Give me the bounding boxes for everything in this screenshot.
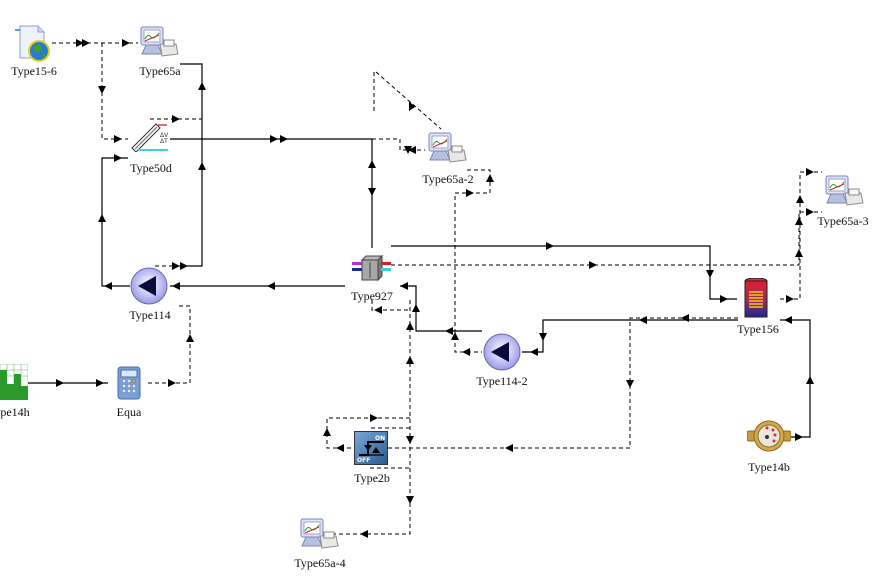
online-plotter-icon <box>140 26 179 57</box>
component-type15-6[interactable] <box>14 24 52 62</box>
component-label: Type65a <box>139 64 181 78</box>
calculator-icon <box>117 366 141 400</box>
link-type2b-vertical[interactable] <box>330 300 411 535</box>
link-type50d-to-type927[interactable] <box>170 138 373 248</box>
link-type927-to-type156[interactable] <box>391 245 737 300</box>
link-type927-to-type65a-3[interactable] <box>391 211 822 266</box>
link-type156-to-type2b[interactable] <box>383 317 738 449</box>
on-off-controller-icon: ON OFF <box>354 431 388 465</box>
component-label: Type114 <box>129 308 171 322</box>
svg-text:OFF: OFF <box>357 457 370 464</box>
heat-pump-icon <box>352 254 391 282</box>
pv-thermal-collector-icon: ΔV ΔT <box>131 123 169 152</box>
online-plotter-icon <box>300 518 339 549</box>
component-label: Type65a-2 <box>422 172 474 186</box>
link-diagonal-to-type65a-2[interactable] <box>375 71 442 130</box>
component-label: Type114-2 <box>476 374 528 388</box>
component-type65a-3[interactable] <box>823 173 865 211</box>
svg-text:ON: ON <box>375 435 385 442</box>
weather-data-icon <box>15 25 50 62</box>
component-type65a-2[interactable] <box>426 130 468 168</box>
component-type65a[interactable] <box>138 24 180 62</box>
component-type14h[interactable] <box>0 364 28 400</box>
pump-icon <box>130 267 168 305</box>
component-type65a-4[interactable] <box>298 516 340 554</box>
forcing-function-icon <box>0 364 28 400</box>
online-plotter-icon <box>428 132 467 163</box>
component-label: ype14h <box>0 405 30 419</box>
link-type65a-2-out[interactable] <box>454 169 491 353</box>
component-label: Type2b <box>354 471 390 485</box>
fluid-arrowheads <box>56 82 814 441</box>
component-equa[interactable] <box>116 366 142 400</box>
svg-text:ΔT: ΔT <box>160 138 168 145</box>
link-type50d-to-type65a-2[interactable] <box>372 138 425 151</box>
component-label: Type65a-4 <box>294 556 346 570</box>
component-type114-2[interactable] <box>482 332 522 372</box>
pump-icon <box>483 333 521 371</box>
link-type114-to-type65a[interactable] <box>180 63 203 267</box>
component-label: Type65a-3 <box>817 214 869 228</box>
component-label: Equa <box>116 405 142 419</box>
component-label: Type14b <box>748 460 790 474</box>
component-label: Type927 <box>351 289 393 303</box>
component-label: Type50d <box>130 161 172 175</box>
component-label: Type15-6 <box>11 64 57 78</box>
storage-tank-icon <box>744 278 768 318</box>
svg-text:ΔV: ΔV <box>160 132 169 139</box>
link-type927-control[interactable] <box>371 300 410 311</box>
component-type927[interactable] <box>352 254 392 282</box>
link-type114-to-type50d[interactable] <box>101 157 130 287</box>
component-type2b[interactable]: ON OFF <box>354 431 388 465</box>
link-type15-6-to-type50d[interactable] <box>101 43 128 140</box>
component-type50d[interactable]: ΔV ΔT <box>130 120 172 152</box>
component-label: Type156 <box>737 322 779 336</box>
online-plotter-icon <box>825 175 864 206</box>
control-arrowheads <box>76 39 814 538</box>
component-type114[interactable] <box>129 266 169 306</box>
water-meter-icon <box>747 420 791 452</box>
component-type14b[interactable] <box>747 420 791 452</box>
link-type156-to-type65a-3[interactable] <box>780 171 822 300</box>
link-type114-2-to-type927[interactable] <box>400 285 482 332</box>
component-type156[interactable] <box>744 278 768 320</box>
